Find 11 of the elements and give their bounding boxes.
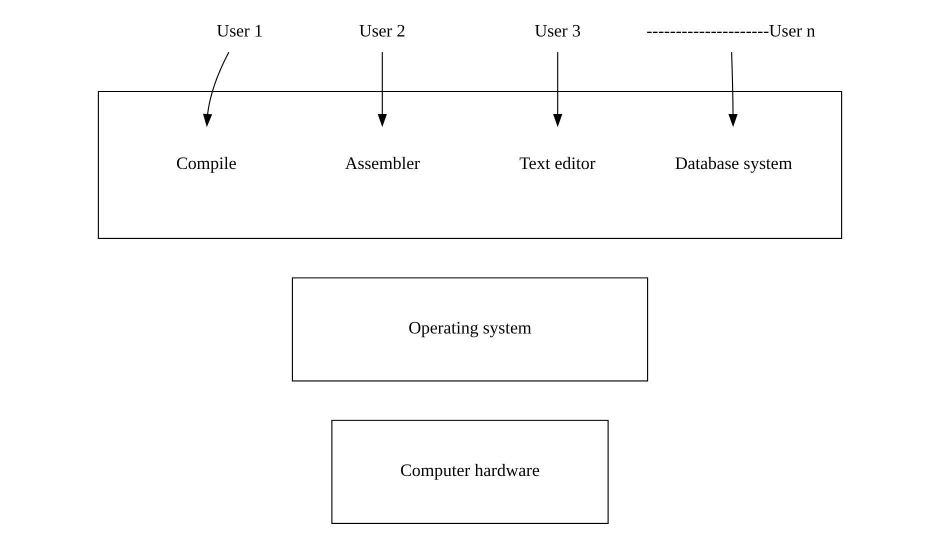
arrow	[202, 52, 229, 128]
node-text: ---------------------User n	[646, 20, 815, 40]
node-text: User 3	[534, 20, 580, 40]
node-box: Compile Assembler Text editor Database system	[97, 90, 842, 239]
arrow	[728, 52, 738, 128]
arrow	[377, 52, 386, 128]
node-box: Operating system	[291, 277, 648, 382]
node-text: User 1	[216, 20, 262, 40]
arrow	[552, 52, 562, 128]
node-box: Computer hardware	[330, 420, 608, 524]
node-text: User 2	[358, 20, 405, 40]
